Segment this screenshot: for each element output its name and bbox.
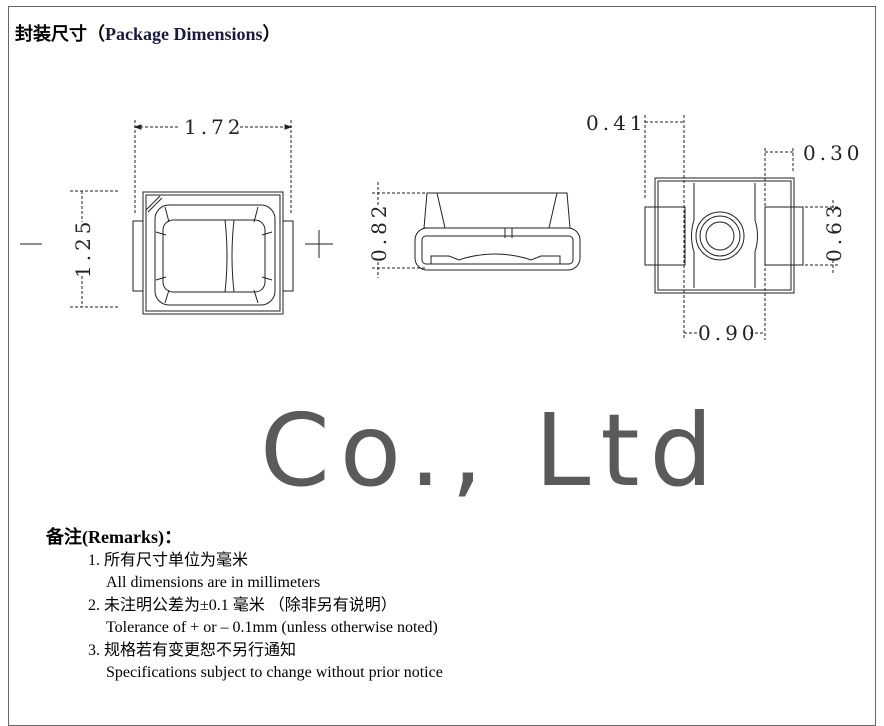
dim-top-width: 1.72 <box>184 115 245 139</box>
dim-pad-offset: 0.41 <box>586 111 647 135</box>
top-view <box>20 120 333 315</box>
remarks-heading: 备注(Remarks)： <box>46 527 182 547</box>
remarks: 备注(Remarks)： 1. 所有尺寸单位为毫米 All dimensions… <box>46 526 443 685</box>
title-cn: 封装尺寸（ <box>15 24 105 44</box>
dim-pad-height: 0.63 <box>822 201 846 262</box>
bottom-view <box>644 115 840 340</box>
remark-2-cn: 2. 未注明公差为±0.1 毫米 （除非另有说明） <box>88 596 397 614</box>
dim-pad-gap: 0.90 <box>698 321 759 345</box>
remark-3-en: Specifications subject to change without… <box>106 664 443 681</box>
remark-3-cn: 3. 规格若有变更恕不另行通知 <box>88 641 297 659</box>
page-title: 封装尺寸（Package Dimensions） <box>15 20 281 46</box>
remark-1-en: All dimensions are in millimeters <box>106 574 321 591</box>
title-en: Package Dimensions <box>105 24 263 44</box>
package-drawings: 1.72 1.25 0.82 <box>20 111 864 345</box>
side-view <box>372 182 581 278</box>
dim-pad-width: 0.30 <box>803 141 864 165</box>
dim-side-height: 0.82 <box>367 201 391 262</box>
title-close: ） <box>262 24 281 44</box>
dim-top-height: 1.25 <box>71 217 95 278</box>
remark-2-en: Tolerance of + or – 0.1mm (unless otherw… <box>106 619 438 636</box>
remark-1-cn: 1. 所有尺寸单位为毫米 <box>88 551 249 569</box>
